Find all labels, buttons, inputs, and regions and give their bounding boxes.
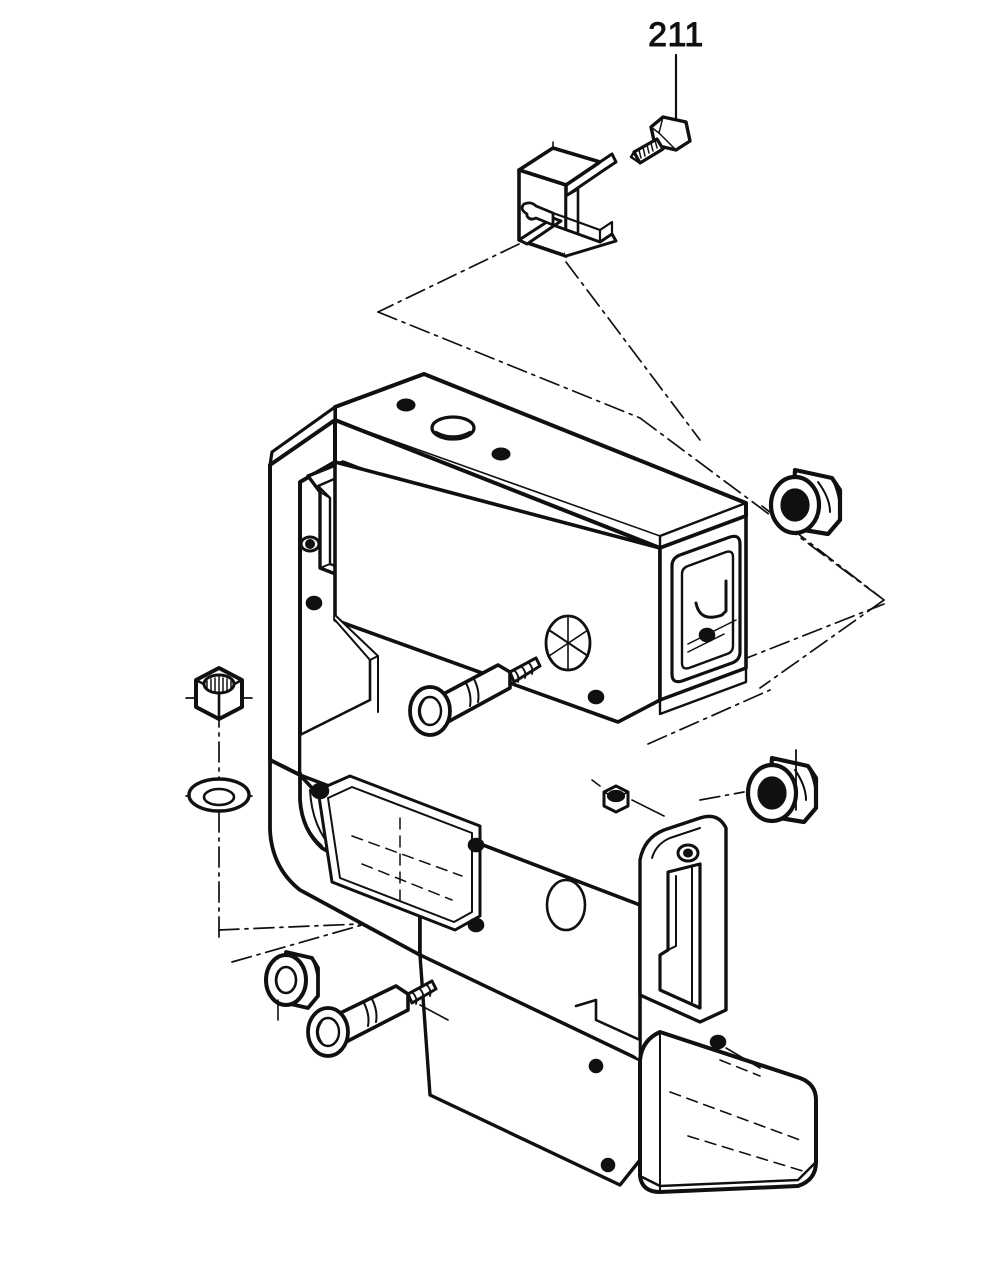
pin-center [408, 656, 542, 737]
axis-right-down [759, 599, 885, 689]
housing-base-hidden-lines [669, 1059, 807, 1173]
hex-nut [194, 666, 244, 721]
housing-base-tick [419, 1004, 449, 1021]
hex-boss-facets [603, 791, 629, 799]
pin-center-ring-2 [473, 678, 480, 703]
callout-211: 211 [648, 16, 704, 120]
housing-top-left-chamfer [334, 373, 425, 408]
axis-top-right [639, 417, 885, 601]
housing-lower-pocket-hidden-lines [351, 817, 463, 905]
housing-left-pocket-hole-bore [305, 539, 315, 549]
housing-mid-fillet [334, 614, 379, 661]
housing-left-pocket-edge-2 [319, 563, 331, 569]
housing-right-flange-slot-inner [667, 875, 677, 951]
clip-tongue [520, 201, 555, 227]
bushing-lr-rim [806, 764, 818, 810]
housing-top-hole-small-2 [491, 447, 511, 461]
housing-base-hole-1 [709, 1034, 727, 1050]
bushing-ll-rim [310, 956, 320, 998]
housing-right-flange-hole-bore [683, 848, 693, 858]
bushing-ur-contour [817, 481, 831, 513]
axis-lower-bushing [699, 791, 745, 801]
hex-boss-bore [606, 789, 626, 803]
bushing-upper-right [768, 467, 843, 537]
bolt-head-facet-2 [650, 126, 660, 134]
hex-boss-tick [591, 779, 601, 787]
housing-base-hole-3 [600, 1157, 616, 1173]
pin-ll-ring-2 [371, 998, 378, 1023]
housing-base-left [418, 953, 642, 1187]
housing-left-pocket-edge-1 [319, 491, 331, 499]
pin-center-threads [513, 661, 534, 683]
housing-front-hole [587, 689, 605, 705]
pin-ll-ring-1 [363, 1002, 370, 1027]
clip-top-lip [598, 152, 618, 172]
housing-base-hole-2 [588, 1058, 604, 1074]
housing-lower-hole-3 [467, 917, 485, 933]
axis-top-left-diag [377, 311, 641, 419]
housing-base-foot-bottom [638, 1160, 818, 1188]
housing-left-face-hole [305, 595, 323, 611]
washer-thickness [189, 798, 249, 813]
housing-right-pocket-hatch [687, 619, 737, 653]
main-housing [268, 372, 818, 1194]
bushing-lower-right [745, 749, 819, 825]
clip-lower-lip-tip [598, 220, 614, 236]
axis-clip-to-left [377, 243, 520, 313]
bushing-ur-rim [830, 476, 842, 522]
retaining-clip [517, 141, 618, 258]
housing-lower-hole-1 [310, 782, 330, 800]
housing-lower-hole-2 [467, 837, 485, 853]
callout-211-label: 211 [648, 16, 704, 54]
housing-right-pocket-relief [694, 579, 728, 619]
bolt-threads [634, 139, 658, 161]
housing-top-hole-small-1 [396, 398, 416, 412]
hex-nut-thread-hatch [206, 676, 232, 692]
housing-top-rib [334, 419, 661, 537]
housing-hex-boss [591, 779, 665, 817]
bolt-tip [629, 150, 642, 165]
bushing-ll-bore-inner [275, 969, 281, 992]
pin-center-head-inner [419, 699, 425, 723]
bushing-lower-left [264, 950, 320, 1021]
housing-base-notch [574, 998, 642, 1062]
housing-right-end-bottom-lip [658, 666, 748, 716]
pin-ll-threads [411, 983, 432, 1005]
housing-mid-step [298, 658, 372, 777]
housing-top-bore [430, 415, 476, 441]
washer-bore [202, 787, 236, 807]
housing-base-hole-1-leader [725, 1047, 761, 1069]
hex-boss-leader [631, 799, 665, 817]
axis-right-low [647, 689, 771, 745]
bushing-lr-bore-hatch [760, 778, 782, 807]
housing-right-flange-inner [651, 827, 701, 859]
pin-lower-left [306, 979, 438, 1058]
housing-lower-arch-inner-1 [299, 799, 323, 847]
housing-top-bore-depth [434, 430, 472, 438]
flat-washer [187, 777, 251, 813]
hex-head-bolt [629, 115, 692, 165]
bushing-ur-bore-hatch [783, 490, 805, 519]
housing-top-inner-edge [333, 418, 662, 550]
pin-ll-head-inner [317, 1020, 323, 1044]
pin-center-ring-1 [465, 682, 472, 707]
housing-front-bore-line-3 [548, 629, 589, 657]
housing-lower-bore [545, 878, 587, 932]
axis-clip-down [565, 261, 701, 441]
